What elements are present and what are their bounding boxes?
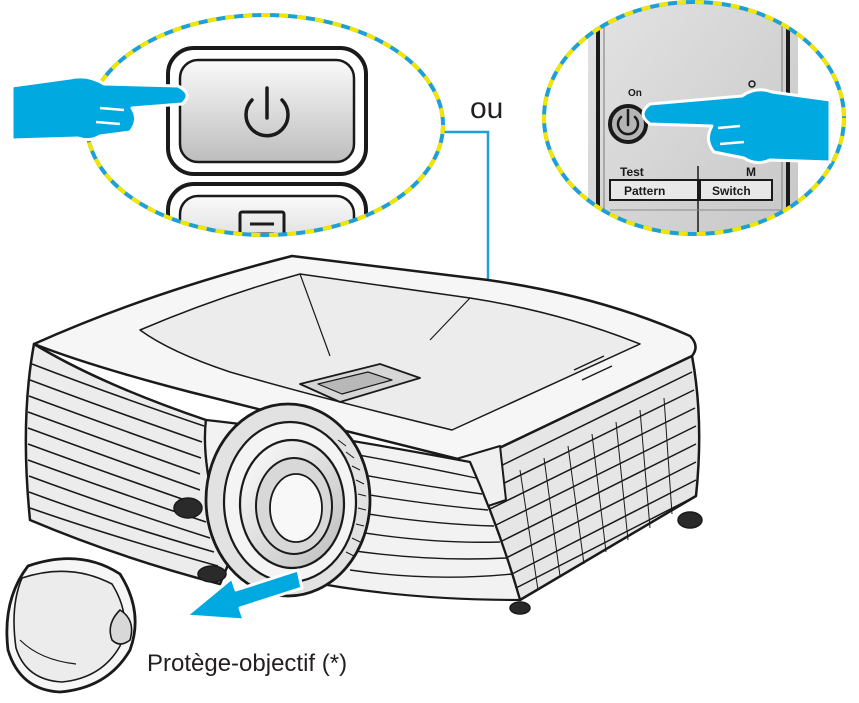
- lens-cap-label: Protège-objectif (*): [147, 650, 348, 677]
- remote-test-label: Test: [620, 165, 644, 179]
- projector-lens: [204, 402, 372, 598]
- keypad-callout: [85, 13, 445, 304]
- remote-switch-button[interactable]: Switch: [699, 179, 773, 201]
- remote-power-button[interactable]: [608, 104, 648, 144]
- power-icon: [244, 86, 290, 138]
- connector-label: ou: [470, 92, 504, 125]
- power-icon: [616, 108, 640, 136]
- remote-switch-label: Switch: [712, 184, 751, 198]
- remote-pattern-button[interactable]: Pattern: [609, 179, 699, 201]
- keypad-power-button[interactable]: [166, 46, 368, 176]
- remote-on-label: On: [628, 88, 642, 99]
- pointing-hand-icon: [10, 75, 189, 142]
- remote-partial-label-1: M: [746, 165, 756, 179]
- remote-pattern-label: Pattern: [624, 184, 665, 198]
- keypad-menu-button[interactable]: [166, 182, 368, 304]
- remote-partial-label-2: T: [750, 229, 757, 241]
- arrow-icon: [184, 568, 304, 622]
- projector: [24, 254, 703, 615]
- lens-cap: [5, 557, 137, 694]
- pointing-hand-icon: [641, 88, 832, 165]
